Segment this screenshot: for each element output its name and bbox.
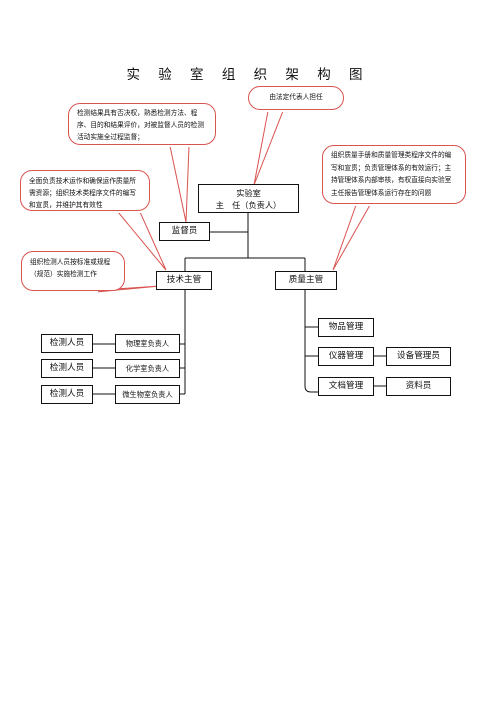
callout-quality-duties: 组织质量手册和质量管理类程序文件的编写和宣贯；负责管理体系的有效运行；主持管理体… <box>322 145 466 204</box>
supervisor-box: 监督员 <box>159 222 210 241</box>
callout-legal-text: 由法定代表人担任 <box>269 93 323 101</box>
physics-lab-head-box: 物理室负责人 <box>115 334 180 353</box>
pointer-legal <box>253 110 284 186</box>
tester-box-2: 检测人员 <box>41 359 93 378</box>
connector-quality-vertical <box>304 290 318 393</box>
lab-director-line1: 实验室 <box>236 188 261 198</box>
callout-technical-duties: 全面负责技术运作和确保运作质量所需资源；组织技术类程序文件的编写和宣贯，并维护其… <box>20 170 150 211</box>
callout-supervisor-text: 检测结果具有否决权，熟悉检测方法、程序、目的和结果评价，对被监督人员的检测活动实… <box>77 109 205 141</box>
callout-legal-representative: 由法定代表人担任 <box>248 86 344 110</box>
pointer-supervisor <box>169 145 190 223</box>
goods-management-box: 物品管理 <box>318 318 374 337</box>
microbiology-lab-head-box: 微生物室负责人 <box>115 385 180 404</box>
quality-manager-box: 质量主管 <box>275 271 337 290</box>
callout-quality-text: 组织质量手册和质量管理类程序文件的编写和宣贯；负责管理体系的有效运行；主持管理体… <box>331 151 452 197</box>
callout-supervisor-duties: 检测结果具有否决权，熟悉检测方法、程序、目的和结果评价，对被监督人员的检测活动实… <box>68 103 216 145</box>
technical-manager-box: 技术主管 <box>156 271 212 290</box>
chemistry-lab-head-box: 化学室负责人 <box>115 359 180 378</box>
tester-box-1: 检测人员 <box>41 334 93 353</box>
lab-director-line2: 主 任（负责人） <box>215 199 282 210</box>
document-management-box: 文档管理 <box>318 377 374 396</box>
callout-tester-duties: 组织检测人员按标准或规程（规范）实施检测工作 <box>21 251 125 291</box>
pointer-technical <box>116 211 167 271</box>
lab-director-box: 实验室 主 任（负责人） <box>198 184 299 213</box>
archivist-box: 资料员 <box>386 377 451 396</box>
pointer-quality <box>332 204 371 271</box>
tester-box-3: 检测人员 <box>41 385 93 404</box>
equipment-admin-box: 设备管理员 <box>386 347 451 366</box>
page-title: 实 验 室 组 织 架 构 图 <box>126 67 370 83</box>
callout-technical-text: 全面负责技术运作和确保运作质量所需资源；组织技术类程序文件的编写和宣贯，并维护其… <box>29 177 136 209</box>
callout-tester-text: 组织检测人员按标准或规程（规范）实施检测工作 <box>30 258 111 278</box>
instrument-management-box: 仪器管理 <box>318 347 374 366</box>
